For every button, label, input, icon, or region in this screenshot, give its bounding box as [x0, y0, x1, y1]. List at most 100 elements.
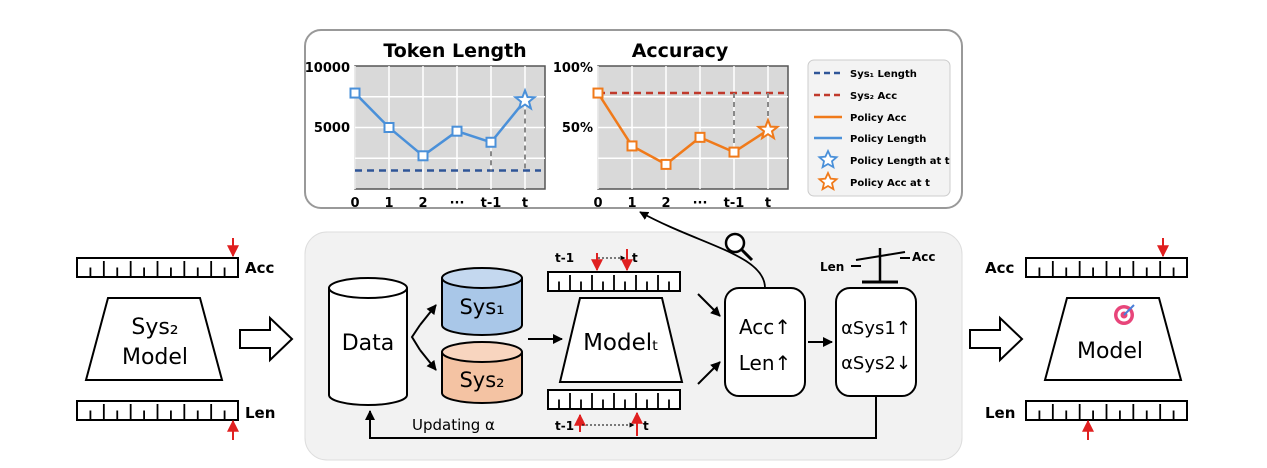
acc-xtick: 1: [627, 196, 636, 211]
left-sys2-model-trapezoid: [84, 297, 224, 381]
left-len-label: Len: [245, 404, 275, 422]
acc-xtick: ···: [693, 196, 708, 211]
data-arrow-joint: [410, 324, 421, 351]
updating-alpha-loop-arrow: [365, 396, 877, 439]
right-model-trapezoid: [1043, 297, 1183, 381]
accuracy-chart: Accuracy 100% 50% 0 1 2 ··· t-1 t: [553, 40, 789, 211]
sys1-label: Sys₁: [459, 295, 504, 319]
acc-xtick: t-1: [724, 196, 745, 211]
right-len-label: Len: [985, 404, 1015, 422]
accuracy-marks: [592, 87, 784, 170]
acc-point: [626, 140, 638, 152]
legend-policy-acc-star-icon: [817, 170, 839, 192]
right-hollow-arrow: [969, 315, 1024, 363]
right-acc-ruler: [1025, 257, 1188, 278]
legend-policy-length-at-t: Policy Length at t: [850, 156, 950, 167]
top-ruler-to-evaluator-arrow: [697, 293, 721, 317]
model-t-trapezoid: [558, 297, 684, 383]
magnifier-icon: [724, 232, 754, 262]
left-model-line2: Model: [122, 345, 188, 370]
legend-box: [807, 59, 951, 197]
acc-xtick: 2: [661, 196, 670, 211]
token-length-ytick-10000: 10000: [305, 61, 350, 76]
right-len-ruler: [1025, 400, 1188, 421]
model-t-label: Modelₜ: [583, 330, 659, 356]
length-point: [485, 136, 497, 148]
scale-len-label: Len: [820, 260, 844, 274]
balance-scale-icon: [851, 248, 910, 284]
evaluator-to-charts-arrow: [639, 211, 766, 289]
left-acc-label: Acc: [245, 259, 274, 277]
data-to-sys1-arrow: [419, 304, 437, 326]
length-xtick: 2: [418, 196, 427, 211]
right-acc-label: Acc: [985, 259, 1014, 277]
bottom-ruler-to-evaluator-arrow: [697, 361, 721, 385]
right-model-label: Model: [1077, 339, 1143, 364]
model-t-bottom-ruler: [547, 389, 681, 410]
length-xtick: t: [522, 196, 528, 211]
left-len-ruler: [76, 400, 239, 421]
legend-sys2-acc: Sys₂ Acc: [850, 91, 897, 102]
length-point: [383, 122, 395, 133]
sys2-cylinder: Sys₂: [441, 341, 523, 404]
model-t-top-ruler: [547, 271, 681, 292]
length-star-point: [512, 87, 538, 111]
length-policy-line: [354, 92, 526, 158]
left-acc-ruler: [76, 257, 239, 278]
legend-policy-acc-at-t: Policy Acc at t: [850, 178, 930, 189]
acc-point: [592, 87, 604, 99]
length-xtick: 1: [384, 196, 393, 211]
legend-policy-length: Policy Length: [850, 134, 926, 145]
data-to-sys2-arrow: [419, 349, 437, 371]
model-t-top-t: t: [632, 251, 638, 265]
length-xtick: ···: [450, 196, 465, 211]
token-length-title: Token Length: [383, 40, 526, 62]
updating-alpha-label: Updating α: [412, 416, 495, 434]
model-t-top-tminus1: t-1: [555, 251, 574, 265]
length-point: [417, 150, 429, 162]
evaluator-box: Acc↑ Len↑: [724, 287, 806, 397]
accuracy-ytick-50: 50%: [562, 121, 593, 136]
length-xtick: 0: [350, 196, 359, 211]
target-icon: [1114, 304, 1135, 325]
token-length-chart: Token Length 10000 5000 0 1 2 ··· t-1 t: [305, 40, 546, 211]
left-hollow-arrow: [239, 315, 294, 363]
alpha-sys2: αSys2↓: [841, 353, 911, 374]
accuracy-xticks: 0 1 2 ··· t-1 t: [593, 196, 771, 211]
accuracy-ytick-100: 100%: [553, 61, 593, 76]
acc-point: [728, 146, 740, 158]
model-t-bottom-t: t: [643, 419, 649, 433]
legend-policy-acc: Policy Acc: [850, 113, 907, 124]
data-label: Data: [342, 331, 395, 356]
token-length-marks: [349, 87, 541, 172]
acc-xtick: 0: [593, 196, 602, 211]
acc-point: [660, 158, 672, 170]
acc-star-point: [755, 117, 781, 141]
alpha-sys1: αSys1↑: [841, 318, 911, 339]
length-xtick: t-1: [481, 196, 502, 211]
legend-policy-length-star-icon: [817, 148, 839, 170]
sys1-cylinder: Sys₁: [441, 267, 523, 336]
length-point: [451, 125, 463, 137]
model-t-bottom-tminus1: t-1: [555, 419, 574, 433]
right-model-group: Acc Model Len: [985, 238, 1188, 440]
acc-policy-line: [596, 92, 769, 166]
model-t-group: t-1 t Modelₜ t-1 t: [547, 249, 684, 436]
legend-sys1-length: Sys₁ Length: [850, 69, 917, 80]
acc-point: [694, 131, 706, 143]
sys2-label: Sys₂: [459, 368, 504, 392]
accuracy-title: Accuracy: [632, 40, 729, 62]
chart-legend: Sys₁ Length Sys₂ Acc Policy Acc Policy L…: [807, 59, 951, 197]
length-point: [349, 87, 361, 99]
data-cylinder: Data: [328, 277, 408, 406]
token-length-xticks: 0 1 2 ··· t-1 t: [350, 196, 528, 211]
scale-acc-label: Acc: [912, 250, 936, 264]
left-model-line1: Sys₂: [131, 315, 178, 340]
acc-xtick: t: [765, 196, 771, 211]
evaluator-len: Len↑: [739, 351, 792, 375]
alpha-box: αSys1↑ αSys2↓: [835, 287, 917, 397]
token-length-ytick-5000: 5000: [314, 121, 350, 136]
evaluator-acc: Acc↑: [739, 315, 791, 339]
left-sys2-model-group: Acc Sys₂ Model Len: [76, 238, 275, 440]
